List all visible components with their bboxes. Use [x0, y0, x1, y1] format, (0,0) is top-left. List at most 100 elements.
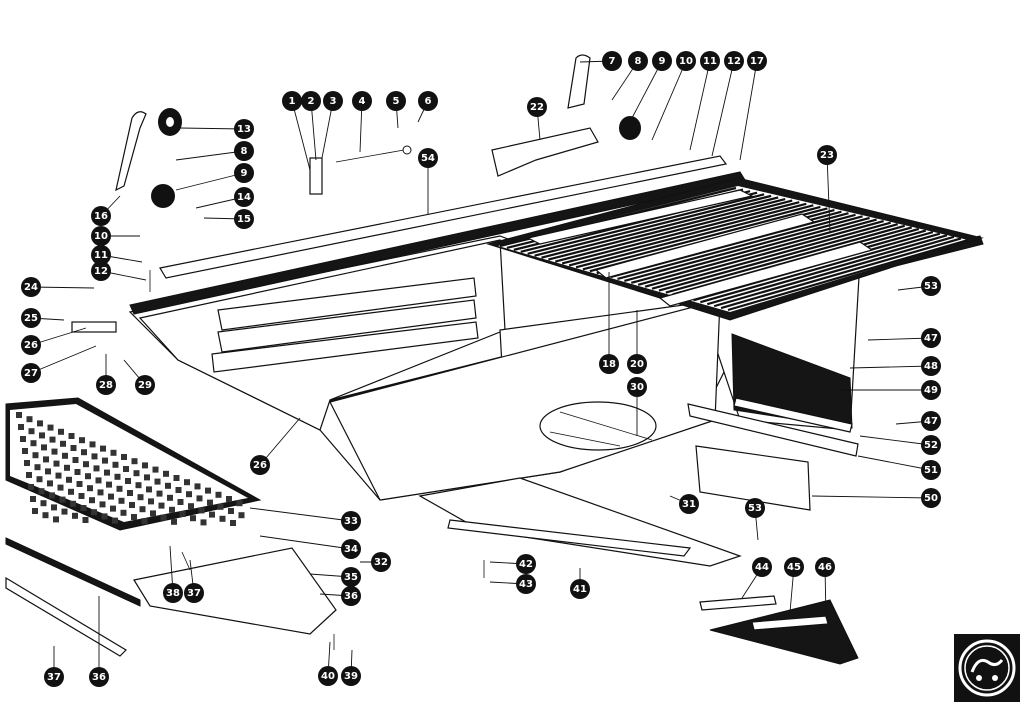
sieve-hole [112, 517, 118, 524]
sieve-hole [40, 500, 47, 507]
callout-16: 16 [91, 206, 111, 226]
callout-20: 20 [627, 354, 647, 374]
callout-9: 9 [652, 51, 672, 71]
grate-slat [700, 232, 941, 304]
grate-slat [617, 213, 856, 281]
callout-5: 5 [386, 91, 406, 111]
sieve-hole [116, 485, 123, 492]
sieve-hole [123, 466, 129, 472]
leader-line [249, 507, 352, 522]
callout-label: 23 [820, 150, 834, 161]
sieve-hole [55, 472, 62, 479]
callout-label: 12 [727, 56, 741, 67]
callout-24: 24 [21, 277, 41, 297]
sieve-hole [175, 487, 182, 493]
sieve-hole [26, 416, 33, 423]
sieve-hole [49, 492, 55, 499]
callout-52: 52 [921, 435, 941, 455]
callout-49: 49 [921, 380, 941, 400]
callout-40: 40 [318, 666, 338, 686]
sieve-hole [167, 494, 173, 501]
callout-label: 33 [344, 516, 358, 527]
callout-33: 33 [341, 511, 361, 531]
callout-label: 8 [635, 56, 642, 67]
sieve-hole [80, 505, 87, 511]
sieve-hole [34, 464, 41, 471]
callout-35: 35 [341, 567, 361, 587]
sieve-hole [146, 486, 152, 493]
plate-50 [695, 445, 811, 511]
sieve-hole [156, 490, 163, 497]
callout-label: 9 [241, 168, 248, 179]
sieve-hole [72, 512, 78, 519]
callout-7: 7 [602, 51, 622, 71]
leader-line [857, 455, 932, 471]
sieve-hole [228, 508, 234, 514]
callout-label: 26 [253, 460, 267, 471]
sieve-hole [219, 515, 226, 522]
callout-label: 52 [924, 440, 938, 451]
sieve-hole [93, 465, 100, 472]
angle-bar-36 [5, 576, 127, 657]
grate-slat [644, 220, 884, 288]
callout-47: 47 [921, 328, 941, 348]
lower-grid-sieve [5, 397, 262, 531]
grate-slat [637, 218, 877, 286]
sieve-hole [207, 499, 213, 506]
grate-slat [727, 238, 969, 312]
callout-label: 13 [237, 124, 251, 135]
sieve-hole [217, 503, 224, 510]
leader-line [291, 100, 311, 171]
callout-label: 44 [755, 562, 769, 573]
leader-line [867, 337, 932, 341]
callout-label: 37 [187, 588, 201, 599]
callout-label: 22 [530, 102, 544, 113]
callout-39: 39 [341, 666, 361, 686]
callout-22: 22 [527, 97, 547, 117]
leader-line [175, 150, 245, 161]
sieve-hole [198, 507, 205, 514]
sieve-hole [83, 461, 89, 468]
callout-label: 38 [166, 588, 180, 599]
sieve-hole [131, 458, 138, 465]
callout-label: 50 [924, 493, 938, 504]
callout-2: 2 [301, 91, 321, 111]
sieve-hole [205, 487, 211, 494]
sieve-hole [60, 440, 66, 447]
callout-label: 1 [289, 96, 296, 107]
sieve-hole [24, 460, 30, 466]
sieve-hole [70, 445, 77, 451]
callout-label: 27 [24, 368, 38, 379]
bracket-22 [491, 127, 599, 177]
sieve-hole [131, 514, 137, 520]
callout-29: 29 [135, 375, 155, 395]
sieve-hole [226, 496, 232, 502]
sieve-hole [45, 468, 51, 475]
sieve-hole [72, 457, 79, 463]
callout-11: 11 [91, 245, 111, 265]
sieve-hole [142, 462, 148, 469]
sieve-hole [68, 488, 74, 495]
grate-slat [713, 235, 955, 308]
callout-label: 47 [924, 416, 938, 427]
sieve-hole [30, 496, 36, 502]
sieve-hole [57, 484, 64, 491]
grate-slat [527, 193, 765, 255]
grate-slat [534, 194, 772, 257]
lower-chute [418, 477, 742, 567]
callout-label: 28 [99, 380, 113, 391]
sieve-hole [91, 453, 98, 460]
sieve-hole [102, 457, 108, 464]
sieve-hole [16, 412, 22, 418]
callout-label: 36 [92, 672, 106, 683]
grate-slat [548, 197, 786, 261]
callout-label: 39 [344, 671, 358, 682]
sieve-hole [95, 477, 102, 484]
sieve-hole [110, 449, 117, 456]
leader-line [179, 127, 245, 130]
grate-slat [720, 237, 962, 310]
callout-15: 15 [234, 209, 254, 229]
callout-label: 31 [682, 499, 696, 510]
callout-label: 7 [609, 56, 616, 67]
sieve-hole [160, 514, 167, 521]
